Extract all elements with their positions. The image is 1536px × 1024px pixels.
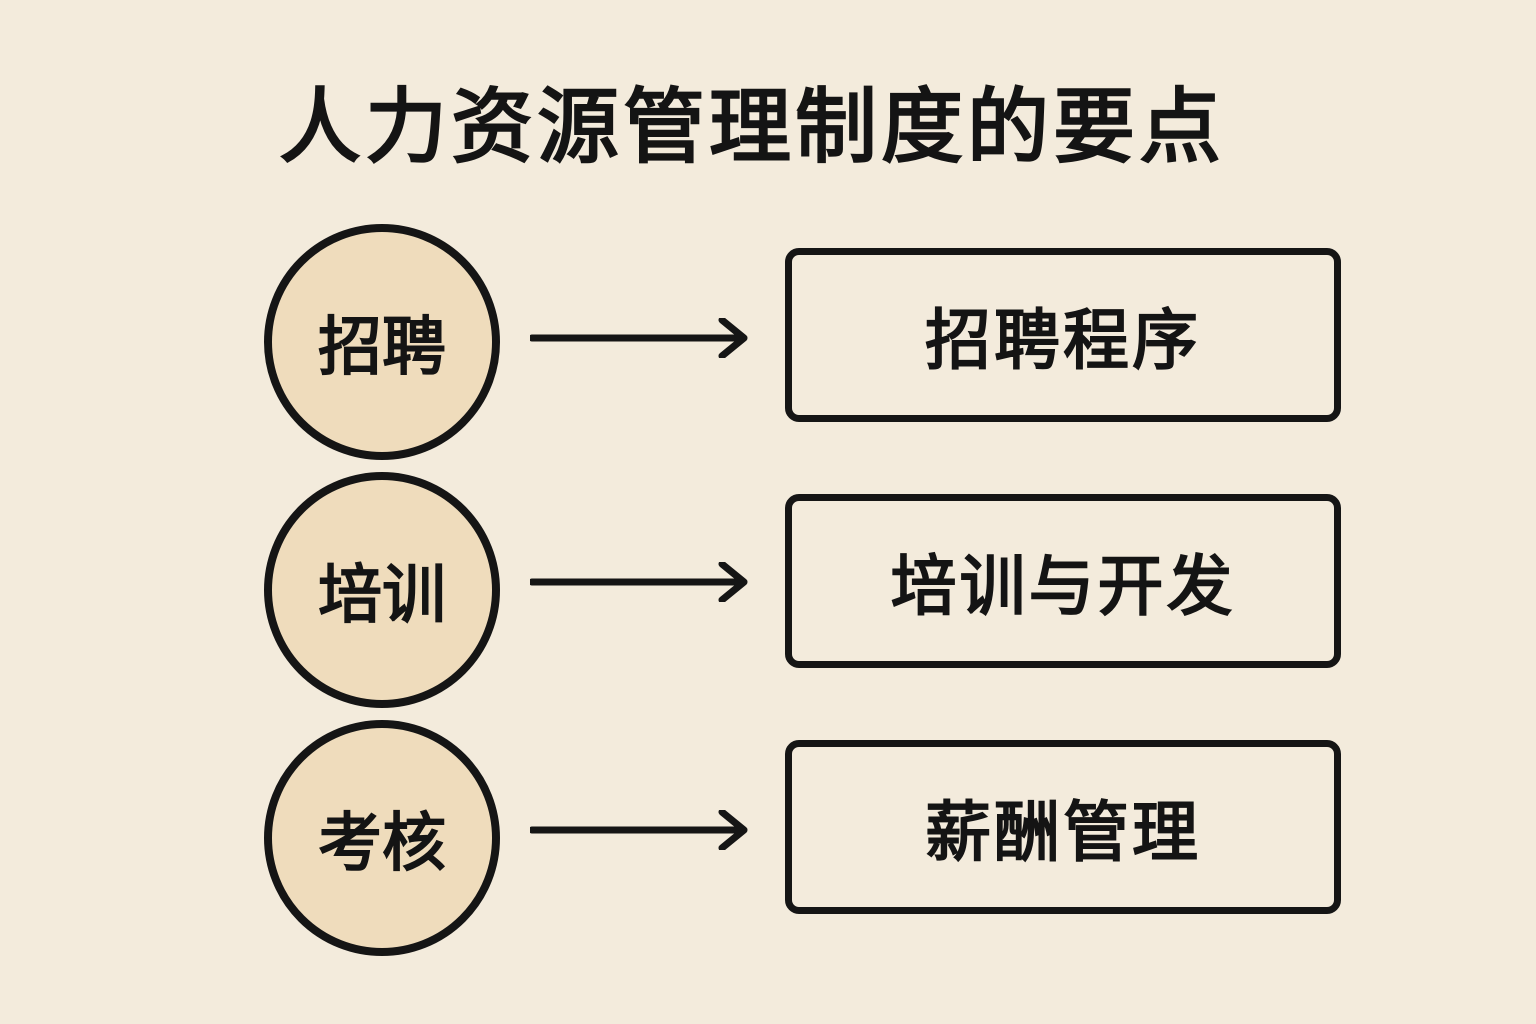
- arrow-icon: [530, 810, 748, 850]
- box-recruitment-procedure: 招聘程序: [785, 248, 1341, 422]
- circle-training: 培训: [264, 472, 500, 708]
- arrow-icon: [530, 318, 748, 358]
- box-compensation-management: 薪酬管理: [785, 740, 1341, 914]
- box-training-development: 培训与开发: [785, 494, 1341, 668]
- circle-recruitment: 招聘: [264, 224, 500, 460]
- circle-assessment: 考核: [264, 720, 500, 956]
- diagram-title: 人力资源管理制度的要点: [278, 80, 1225, 175]
- arrow-icon: [530, 562, 748, 602]
